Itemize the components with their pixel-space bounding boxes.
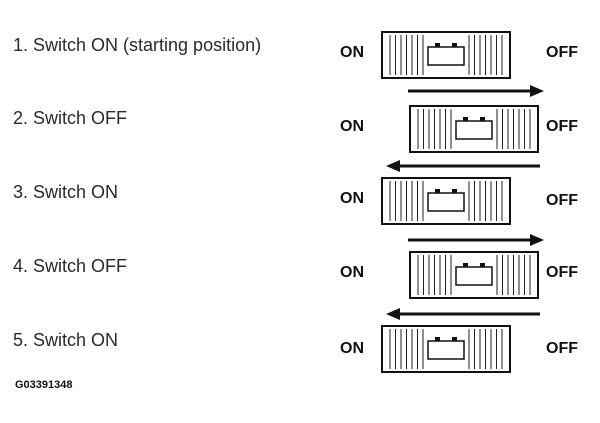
battery-terminal	[480, 117, 485, 121]
battery-terminal	[435, 189, 440, 193]
arrow-head-left	[386, 308, 400, 320]
battery-icon	[455, 266, 493, 286]
battery-icon	[455, 120, 493, 140]
battery-terminal	[480, 263, 485, 267]
step-4-on-label: ON	[340, 264, 364, 281]
battery-icon	[427, 340, 465, 360]
step-5-on-label: ON	[340, 340, 364, 357]
battery-terminal	[435, 337, 440, 341]
arrow-head-left	[386, 160, 400, 172]
step-3-on-label: ON	[340, 190, 364, 207]
step-2-on-label: ON	[340, 118, 364, 135]
step-1-label: 1. Switch ON (starting position)	[13, 35, 262, 55]
step-4-off-label: OFF	[546, 264, 578, 281]
step-1-on-label: ON	[340, 44, 364, 61]
step-5-off-label: OFF	[546, 340, 578, 357]
battery-terminal	[463, 117, 468, 121]
figure-id: G03391348	[15, 379, 73, 391]
step-3-off-label: OFF	[546, 192, 578, 209]
battery-terminal	[452, 43, 457, 47]
battery-terminal	[463, 263, 468, 267]
step-4-label: 4. Switch OFF	[13, 256, 128, 276]
step-1-off-label: OFF	[546, 44, 578, 61]
battery-terminal	[452, 337, 457, 341]
step-3-label: 3. Switch ON	[13, 182, 119, 202]
arrow-head-right	[530, 234, 544, 246]
step-2-label: 2. Switch OFF	[13, 108, 128, 128]
arrow-head-right	[530, 85, 544, 97]
battery-terminal	[435, 43, 440, 47]
battery-icon	[427, 192, 465, 212]
battery-icon	[427, 46, 465, 66]
battery-terminal	[452, 189, 457, 193]
step-2-off-label: OFF	[546, 118, 578, 135]
step-5-label: 5. Switch ON	[13, 330, 119, 350]
